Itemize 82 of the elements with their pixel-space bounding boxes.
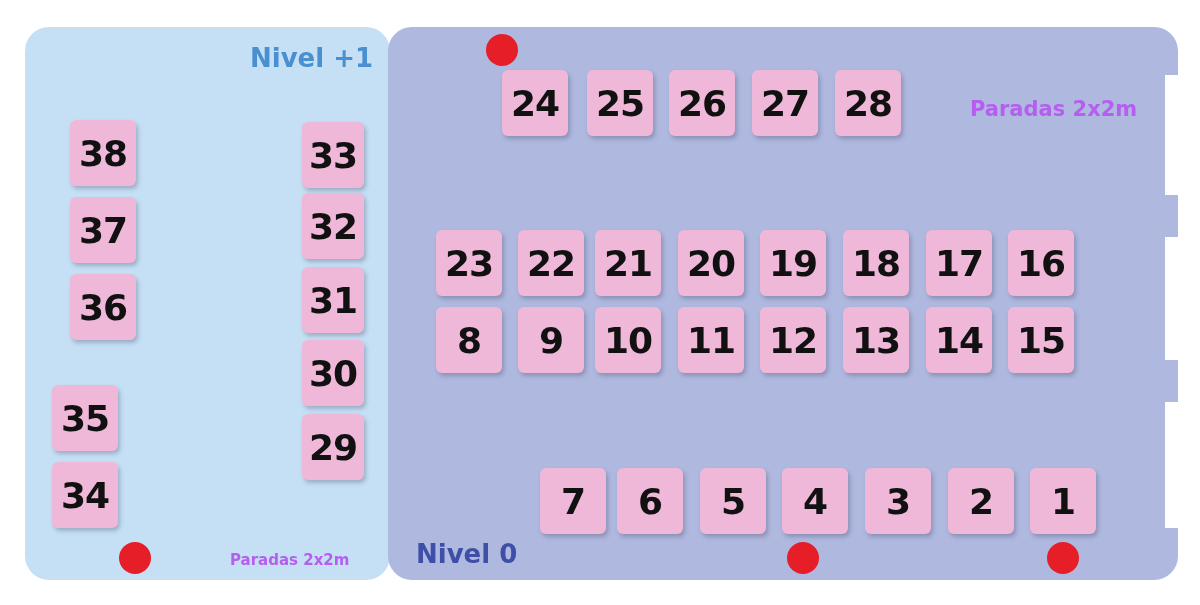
stall-box: [700, 468, 766, 534]
stall-number: 32: [308, 205, 358, 247]
stall-number: 14: [934, 319, 984, 361]
stall-box: [678, 230, 744, 296]
stall-number: 13: [851, 319, 901, 361]
stall-number: 24: [510, 82, 560, 124]
stall-number: 9: [538, 319, 564, 361]
stall-box: [436, 307, 502, 373]
stall-number: 25: [595, 82, 645, 124]
stall-box: [518, 230, 584, 296]
stall-number: 12: [768, 319, 818, 361]
stall-number: 35: [60, 397, 110, 439]
floor-area: [25, 27, 390, 580]
stall-number: 6: [637, 480, 663, 522]
stall-size-note: Paradas 2x2m: [230, 551, 350, 569]
stall-number: 20: [686, 242, 736, 284]
stall-number: 29: [308, 426, 358, 468]
level-heading: Nivel +1: [250, 43, 374, 73]
stall-number: 1: [1050, 480, 1076, 522]
stall-number: 31: [308, 279, 358, 321]
floor-area: [388, 27, 1178, 580]
stall-box: [595, 230, 661, 296]
stall-number: 8: [456, 319, 482, 361]
stall-number: 10: [603, 319, 653, 361]
stall-number: 17: [934, 242, 984, 284]
stall-size-note: Paradas 2x2m: [970, 97, 1138, 121]
stall-box: [760, 230, 826, 296]
stall-number: 16: [1016, 242, 1066, 284]
stall-box: [782, 468, 848, 534]
stall-box: [1008, 230, 1074, 296]
stall-number: 33: [308, 134, 358, 176]
stall-number: 4: [802, 480, 828, 522]
stall-box: [617, 468, 683, 534]
stall-box: [587, 70, 653, 136]
stall-box: [1008, 307, 1074, 373]
stall-box: [302, 340, 364, 406]
stall-number: 26: [677, 82, 727, 124]
stall-box: [865, 468, 931, 534]
stall-number: 21: [603, 242, 653, 284]
stall-box: [302, 414, 364, 480]
stall-box: [1030, 468, 1096, 534]
stall-box: [302, 122, 364, 188]
stall-number: 36: [78, 286, 128, 328]
level-heading: Nivel 0: [416, 539, 518, 569]
stall-box: [752, 70, 818, 136]
stall-box: [52, 385, 118, 451]
stall-box: [540, 468, 606, 534]
stall-number: 37: [78, 209, 128, 251]
stall-number: 23: [444, 242, 494, 284]
stall-number: 38: [78, 132, 128, 174]
stall-box: [843, 230, 909, 296]
stall-box: [70, 120, 136, 186]
stall-box: [302, 267, 364, 333]
stall-number: 22: [526, 242, 576, 284]
stall-box: [518, 307, 584, 373]
stall-number: 7: [560, 480, 586, 522]
stall-number: 3: [885, 480, 911, 522]
stall-box: [302, 193, 364, 259]
stall-box: [669, 70, 735, 136]
stall-box: [70, 197, 136, 263]
stall-number: 5: [720, 480, 746, 522]
stall-number: 27: [760, 82, 810, 124]
stall-box: [595, 307, 661, 373]
stall-box: [52, 462, 118, 528]
stall-box: [436, 230, 502, 296]
stall-number: 30: [308, 352, 358, 394]
stall-box: [70, 274, 136, 340]
stall-number: 15: [1016, 319, 1066, 361]
stall-number: 18: [851, 242, 901, 284]
stall-box: [843, 307, 909, 373]
stall-number: 19: [768, 242, 818, 284]
stall-box: [835, 70, 901, 136]
stall-number: 2: [968, 480, 994, 522]
stall-box: [760, 307, 826, 373]
stall-box: [926, 230, 992, 296]
stall-number: 28: [843, 82, 893, 124]
stall-box: [948, 468, 1014, 534]
stall-number: 11: [686, 319, 736, 361]
stall-box: [502, 70, 568, 136]
stall-box: [926, 307, 992, 373]
stall-number: 34: [60, 474, 110, 516]
stall-box: [678, 307, 744, 373]
